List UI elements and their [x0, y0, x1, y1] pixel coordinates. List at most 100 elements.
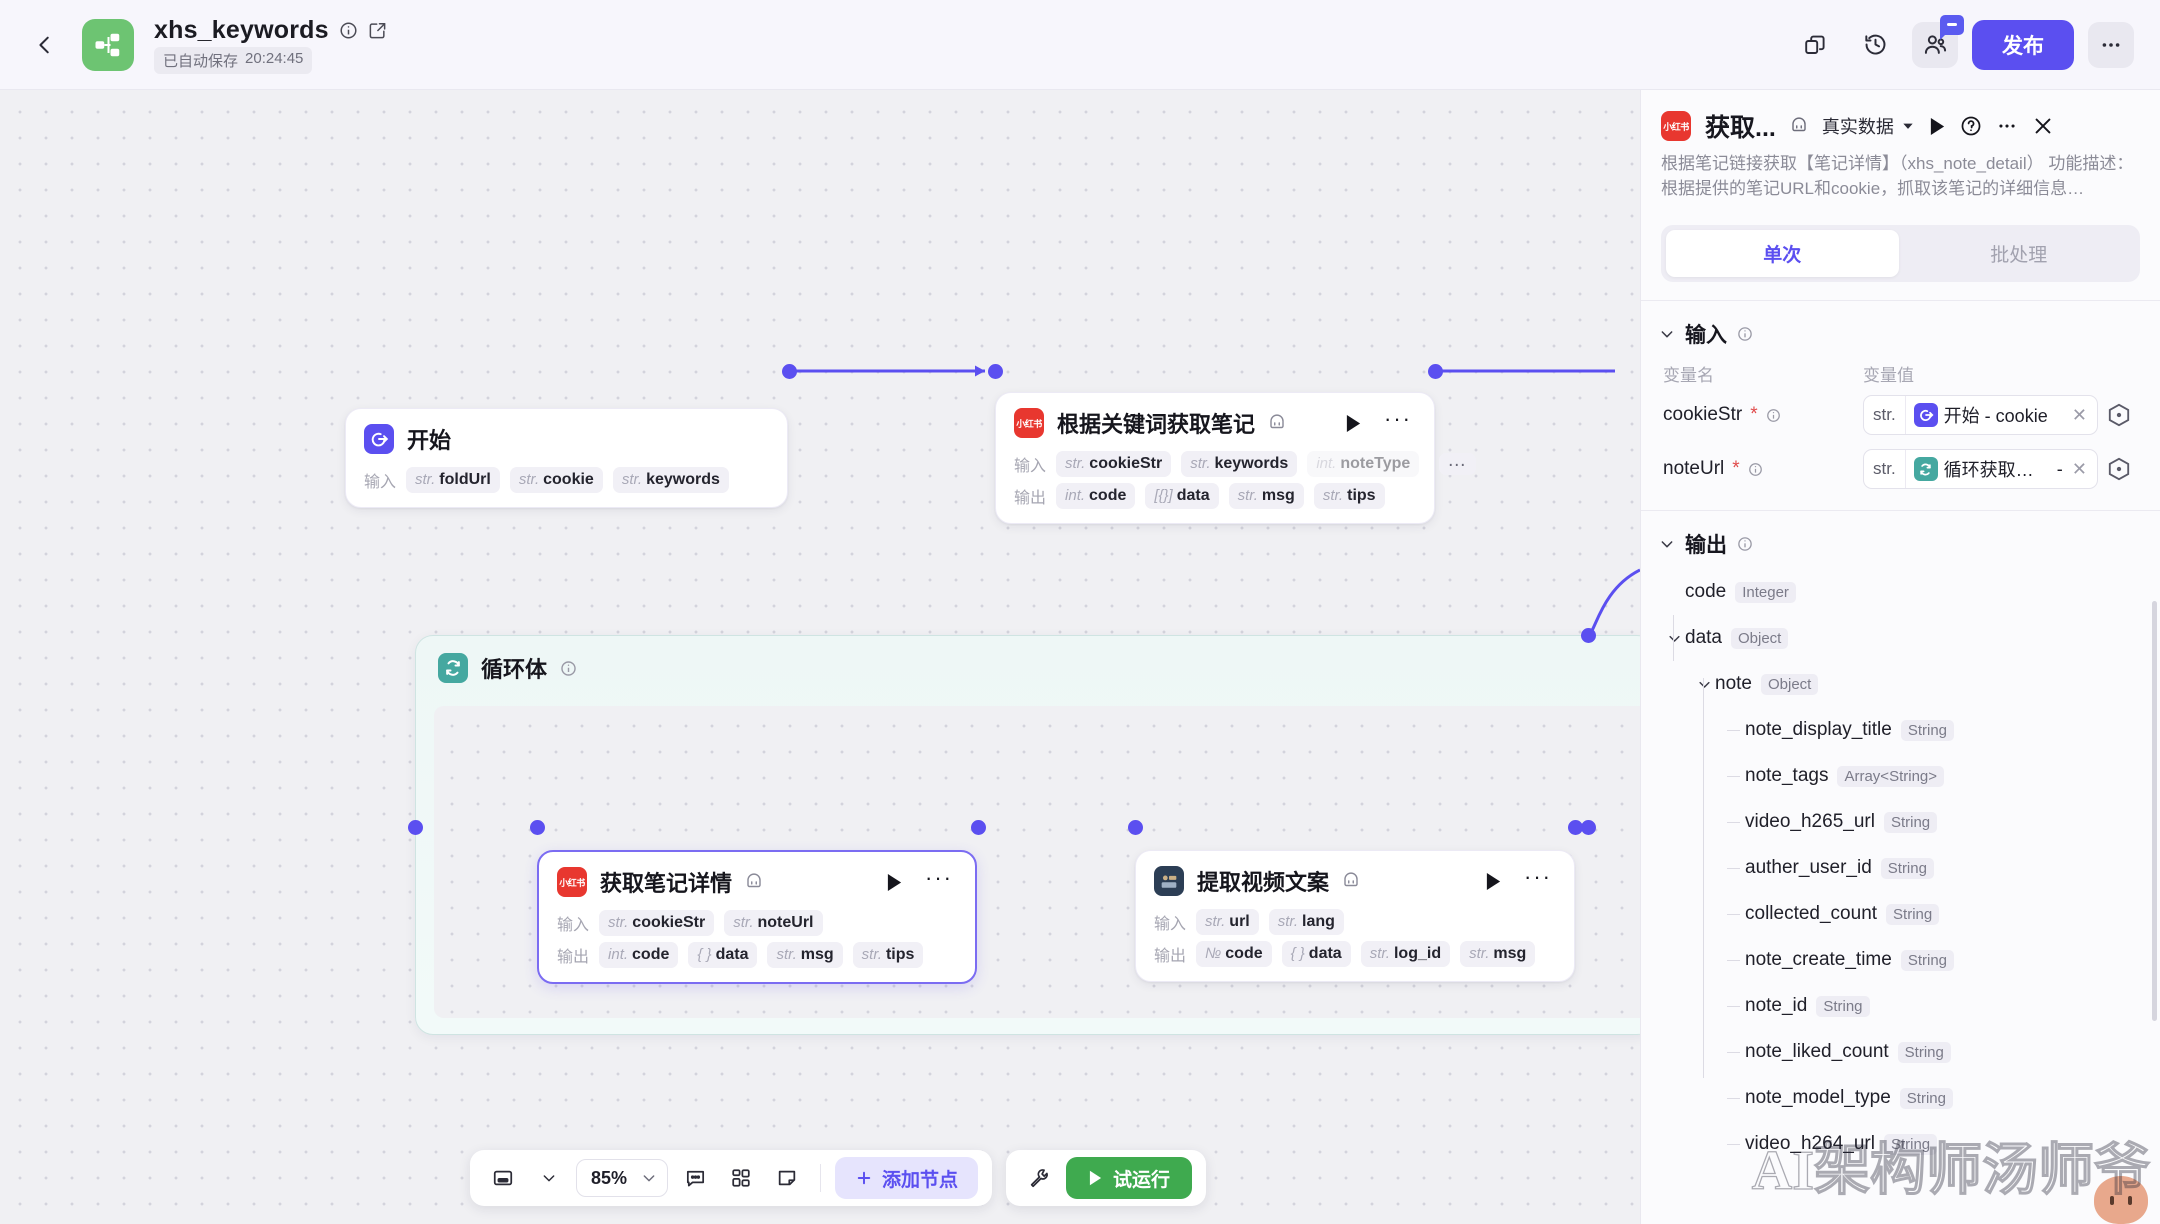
value-reference[interactable]: 循环获取笔记... -: [1906, 456, 2062, 482]
keywords-output-port[interactable]: [1428, 364, 1443, 379]
panel-close-button[interactable]: [2032, 115, 2054, 137]
input-chip[interactable]: str.noteUrl: [724, 910, 823, 936]
collaborators-button[interactable]: [1912, 14, 1964, 68]
output-chip[interactable]: [{}]data: [1145, 483, 1219, 509]
node-keywords-notes[interactable]: 小红书 根据关键词获取笔记 ··· 输入 str.cookieStr str.k…: [995, 392, 1477, 524]
clear-value-button[interactable]: ✕: [2071, 404, 2087, 425]
output-chip[interactable]: str.tips: [1313, 483, 1385, 509]
info-icon[interactable]: [560, 660, 577, 677]
input-chip[interactable]: str.keywords: [612, 467, 729, 493]
info-icon[interactable]: [1766, 408, 1781, 423]
node-more-button[interactable]: ···: [925, 865, 953, 890]
input-section-header[interactable]: 输入: [1641, 301, 2160, 353]
history-button[interactable]: [1852, 22, 1898, 68]
node-more-button[interactable]: ···: [1384, 406, 1412, 431]
workflow-canvas[interactable]: 循环体 开始 输入 str.foldUrl str.cookie: [0, 90, 1640, 1224]
video-output-port[interactable]: [1568, 820, 1583, 835]
back-button[interactable]: [22, 22, 68, 68]
target-icon[interactable]: [2106, 402, 2132, 428]
video-input-port[interactable]: [1128, 820, 1143, 835]
sticky-note-button[interactable]: [768, 1159, 806, 1197]
loop-top-port[interactable]: [1581, 628, 1596, 643]
more-button[interactable]: [2088, 21, 2134, 68]
edit-icon[interactable]: [368, 21, 387, 40]
data-mode-select[interactable]: 真实数据: [1822, 113, 1915, 139]
duplicate-button[interactable]: [1792, 22, 1838, 68]
add-node-button[interactable]: 添加节点: [835, 1157, 979, 1199]
input-chip[interactable]: str.cookieStr: [599, 910, 715, 936]
output-chip[interactable]: int.code: [599, 942, 679, 968]
input-chip[interactable]: str.keywords: [1181, 451, 1298, 477]
grid-button[interactable]: [722, 1159, 760, 1197]
publish-button[interactable]: 发布: [1972, 19, 2074, 70]
panel-body[interactable]: 输入 变量名 变量值 cookieStr* str. 开始 - cookie: [1641, 301, 2160, 1224]
loop-output-port[interactable]: [1581, 820, 1596, 835]
target-icon[interactable]: [2106, 456, 2132, 482]
loop-input-port[interactable]: [408, 820, 423, 835]
input-chip[interactable]: str.cookieStr: [1056, 451, 1172, 477]
node-start[interactable]: 开始 输入 str.foldUrl str.cookie str.keyword…: [345, 408, 788, 508]
info-icon[interactable]: [1748, 462, 1763, 477]
chevron-down-icon[interactable]: [1663, 631, 1685, 646]
input-chip[interactable]: str.foldUrl: [406, 467, 500, 493]
input-chip[interactable]: str.url: [1196, 909, 1259, 935]
panel-run-button[interactable]: [1929, 117, 1946, 136]
output-chip[interactable]: { }data: [688, 942, 758, 968]
node-note-detail[interactable]: 小红书 获取笔记详情 ··· 输入 str.cookieStr str.note…: [537, 850, 977, 984]
output-chip[interactable]: str.log_id: [1360, 941, 1451, 967]
output-chip[interactable]: str.tips: [852, 942, 924, 968]
output-chip[interactable]: { }data: [1281, 941, 1351, 967]
panel-scrollbar[interactable]: [2152, 601, 2157, 1022]
tools-button[interactable]: [1020, 1159, 1058, 1197]
tab-single[interactable]: 单次: [1666, 230, 1899, 278]
value-reference[interactable]: 开始 - cookie: [1906, 402, 2048, 428]
output-chip[interactable]: str.msg: [767, 942, 843, 968]
detail-output-port[interactable]: [971, 820, 986, 835]
help-button[interactable]: [1960, 115, 1982, 137]
variable-value-input[interactable]: str. 开始 - cookie ✕: [1863, 395, 2098, 436]
node-run-button[interactable]: [1340, 414, 1367, 433]
info-icon[interactable]: [1737, 326, 1753, 342]
info-icon[interactable]: [339, 21, 358, 40]
comment-button[interactable]: [676, 1159, 714, 1197]
start-output-port[interactable]: [782, 364, 797, 379]
zoom-select[interactable]: 85%: [576, 1159, 669, 1197]
input-chip[interactable]: int.noteType: [1307, 451, 1420, 477]
detail-input-port[interactable]: [530, 820, 545, 835]
keywords-input-port[interactable]: [988, 364, 1003, 379]
input-chip[interactable]: str.lang: [1268, 909, 1344, 935]
output-chip[interactable]: str.msg: [1460, 941, 1536, 967]
screen-fit-button[interactable]: [484, 1159, 522, 1197]
input-chip[interactable]: str.cookie: [509, 467, 603, 493]
info-icon[interactable]: [1737, 536, 1753, 552]
inputs-more-button[interactable]: …: [1439, 451, 1477, 475]
test-run-button[interactable]: 试运行: [1066, 1157, 1193, 1199]
output-chip[interactable]: str.msg: [1228, 483, 1304, 509]
node-more-button[interactable]: ···: [1524, 864, 1552, 889]
node-run-button[interactable]: [881, 873, 908, 892]
tab-batch[interactable]: 批处理: [1990, 245, 2048, 267]
output-chip[interactable]: int.code: [1056, 483, 1136, 509]
view-dropdown-button[interactable]: [530, 1159, 568, 1197]
node-run-button[interactable]: [1480, 872, 1507, 891]
panel-more-button[interactable]: [1996, 115, 2018, 137]
output-section-header[interactable]: 输出: [1641, 511, 2160, 563]
chevron-down-icon[interactable]: [1659, 326, 1675, 342]
variable-value-input[interactable]: str. 循环获取笔记... - ✕: [1863, 449, 2098, 490]
